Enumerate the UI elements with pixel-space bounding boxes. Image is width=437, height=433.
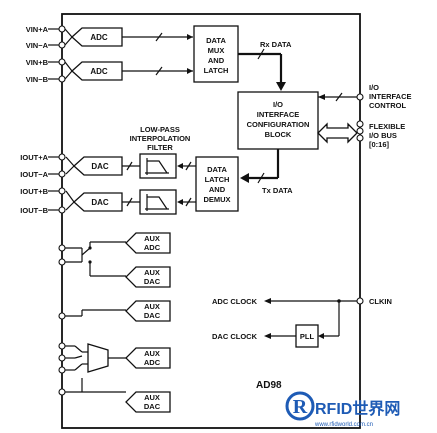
- pin-label-iout-plus-b: IOUT+B: [20, 187, 48, 196]
- rfid-watermark-logo: R RFID世界网 www.rfidworld.com.cn: [285, 391, 400, 428]
- pin-label-vin-plus-a: VIN+A: [26, 25, 49, 34]
- svg-text:FLEXIBLE: FLEXIBLE: [369, 122, 405, 131]
- aux-dac-2-link: [58, 309, 126, 320]
- pin-label-vin-minus-a: VIN−A: [26, 41, 49, 50]
- svg-text:I/O BUS: I/O BUS: [369, 131, 397, 140]
- svg-text:AUX: AUX: [144, 234, 160, 243]
- pin-label-vin-plus-b: VIN+B: [26, 58, 49, 67]
- svg-text:I/O: I/O: [369, 83, 379, 92]
- demux-to-filter-buses: [177, 161, 196, 207]
- svg-text:LATCH: LATCH: [204, 66, 229, 75]
- rx-data-path: Rx DATA: [238, 40, 292, 91]
- rx-data-label: Rx DATA: [260, 40, 292, 49]
- svg-text:DAC: DAC: [144, 402, 161, 411]
- dac-block-a: DAC: [65, 156, 123, 176]
- svg-text:INTERPOLATION: INTERPOLATION: [130, 134, 191, 143]
- lpf-title: LOW-PASS INTERPOLATION FILTER: [130, 125, 191, 152]
- pin-label-iout-minus-b: IOUT−B: [20, 206, 48, 215]
- svg-text:DAC: DAC: [144, 311, 161, 320]
- adc-b-label: ADC: [90, 67, 108, 76]
- lpf-block-a: [139, 153, 177, 179]
- pin-label-vin-minus-b: VIN−B: [26, 75, 49, 84]
- tx-data-label: Tx DATA: [262, 186, 293, 195]
- svg-text:[0:16]: [0:16]: [369, 140, 390, 149]
- watermark-url: www.rfidworld.com.cn: [314, 422, 373, 428]
- watermark-text: RFID世界网: [315, 400, 400, 418]
- pin-label-iout-minus-a: IOUT−A: [20, 170, 48, 179]
- svg-text:ADC: ADC: [144, 243, 161, 252]
- svg-text:DAC: DAC: [144, 277, 161, 286]
- aux-adc-2: AUX ADC: [125, 347, 171, 369]
- data-latch-demux-block: DATA LATCH AND DEMUX: [195, 156, 239, 212]
- data-mux-latch-block: DATA MUX AND LATCH: [193, 25, 239, 83]
- right-pin-labels: I/O INTERFACE CONTROL FLEXIBLE I/O BUS […: [369, 83, 412, 306]
- pll-block: PLL: [295, 324, 319, 348]
- svg-text:AUX: AUX: [144, 302, 160, 311]
- aux-adc-1: AUX ADC: [125, 232, 171, 254]
- adc-to-mux-buses: [122, 32, 193, 76]
- svg-text:DATA: DATA: [206, 36, 226, 45]
- svg-text:CONTROL: CONTROL: [369, 101, 406, 110]
- svg-text:AUX: AUX: [144, 268, 160, 277]
- svg-text:DEMUX: DEMUX: [203, 195, 230, 204]
- svg-text:ADC: ADC: [144, 358, 161, 367]
- tx-data-path: Tx DATA: [240, 149, 293, 195]
- svg-text:AND: AND: [209, 185, 226, 194]
- dac-b-label: DAC: [91, 198, 109, 207]
- pin-label-iout-plus-a: IOUT+A: [20, 153, 48, 162]
- flexible-bus-link: [317, 120, 364, 144]
- svg-text:AND: AND: [208, 56, 225, 65]
- io-control-link: [318, 92, 364, 102]
- adc-clock-label: ADC CLOCK: [212, 297, 258, 306]
- aux-mux-network: [58, 342, 126, 396]
- svg-text:PLL: PLL: [300, 332, 315, 341]
- svg-text:INTERFACE: INTERFACE: [369, 92, 412, 101]
- dac-block-b: DAC: [65, 190, 123, 212]
- lpf-block-b: [139, 189, 177, 215]
- adc-a-label: ADC: [90, 33, 108, 42]
- aux-dac-2: AUX DAC: [125, 300, 171, 322]
- aux-dac-3: AUX DAC: [125, 391, 171, 413]
- adc-block-a: ADC: [64, 27, 123, 47]
- svg-text:AUX: AUX: [144, 393, 160, 402]
- svg-text:CONFIGURATION: CONFIGURATION: [247, 120, 310, 129]
- svg-text:MUX: MUX: [208, 46, 225, 55]
- chip-label: AD98: [256, 380, 282, 391]
- svg-text:BLOCK: BLOCK: [265, 130, 292, 139]
- svg-text:LATCH: LATCH: [205, 175, 230, 184]
- svg-text:I/O: I/O: [273, 100, 283, 109]
- left-pin-labels: VIN+A VIN−A VIN+B VIN−B IOUT+A IOUT−A IO…: [20, 25, 48, 215]
- aux-dac-1: AUX DAC: [125, 266, 171, 288]
- svg-text:DATA: DATA: [207, 165, 227, 174]
- dac-clock-label: DAC CLOCK: [212, 332, 258, 341]
- svg-text:LOW-PASS: LOW-PASS: [140, 125, 180, 134]
- chip-outline: [61, 13, 361, 429]
- left-pins: [48, 25, 66, 214]
- svg-text:AUX: AUX: [144, 349, 160, 358]
- clkin-label: CLKIN: [369, 297, 392, 306]
- clock-network: ADC CLOCK DAC CLOCK: [212, 297, 364, 341]
- filter-to-dac-buses: [122, 161, 140, 207]
- svg-text:INTERFACE: INTERFACE: [257, 110, 300, 119]
- io-config-block: I/O INTERFACE CONFIGURATION BLOCK: [237, 91, 319, 150]
- dac-a-label: DAC: [91, 162, 109, 171]
- watermark-r-glyph: R: [293, 396, 308, 418]
- aux-switch-network-1: [58, 241, 126, 277]
- svg-text:FILTER: FILTER: [147, 143, 173, 152]
